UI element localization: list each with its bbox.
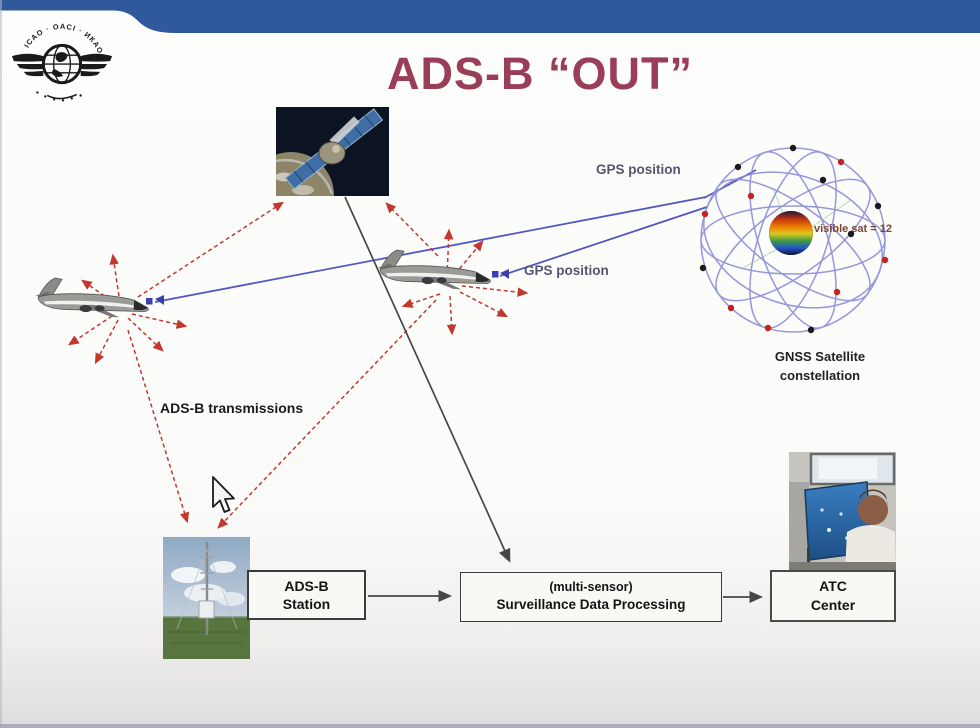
gnss-caption-line1: GNSS Satellite	[774, 349, 866, 364]
left-wing	[11, 53, 44, 77]
sdp-box-line2: Surveillance Data Processing	[496, 597, 686, 613]
sdp-box-line1: (multi-sensor)	[549, 580, 633, 595]
orbits	[700, 147, 886, 333]
visible-sat-label: visible sat = 12	[814, 223, 892, 235]
gps-dot-right	[492, 271, 499, 278]
satellite-image	[276, 107, 389, 196]
page-title: ADS-B “OUT”	[387, 48, 693, 99]
globe-landmass	[51, 52, 68, 77]
left-edge-border	[0, 0, 2, 728]
gnss-constellation	[699, 144, 889, 334]
antenna-mast	[176, 542, 238, 635]
aircraft-right-icon	[377, 249, 491, 290]
header-bar	[0, 0, 980, 33]
right-wing	[80, 53, 113, 77]
atc-box-line2: Center	[810, 597, 856, 613]
antenna-arm	[329, 116, 360, 146]
gps-arrow-left	[155, 295, 164, 305]
earth-globe	[769, 211, 813, 255]
controller-person	[845, 489, 896, 573]
adsb-station-box: ADS-B Station	[247, 570, 366, 620]
gnss-caption: GNSS Satellite constellation	[730, 348, 910, 386]
surveillance-processing-box: (multi-sensor) Surveillance Data Process…	[460, 572, 722, 622]
adsb-station-photo	[163, 537, 250, 659]
aircraft-left-icon	[35, 277, 149, 318]
adsb-rays	[68, 201, 529, 529]
gps-position-label-top: GPS position	[596, 162, 681, 177]
atc-photo	[789, 452, 896, 573]
adsb-transmissions-label: ADS-B transmissions	[160, 400, 304, 416]
atc-center-box: ATC Center	[770, 570, 896, 622]
icao-logo: ICAO · OACI · ИКАО	[11, 22, 113, 102]
gps-arrow-right	[500, 269, 509, 279]
bottom-script	[36, 91, 82, 102]
atc-box-line1: ATC	[819, 578, 847, 595]
station-box-line2: Station	[282, 596, 331, 612]
gps-dot-left	[146, 298, 153, 305]
mouse-cursor	[212, 476, 235, 513]
satellites	[699, 144, 889, 334]
flow-arrows	[344, 196, 764, 604]
gps-position-label-mid: GPS position	[524, 263, 609, 278]
bottom-border	[0, 724, 980, 728]
gnss-caption-line2: constellation	[779, 367, 861, 383]
station-box-line1: ADS-B	[284, 577, 329, 594]
